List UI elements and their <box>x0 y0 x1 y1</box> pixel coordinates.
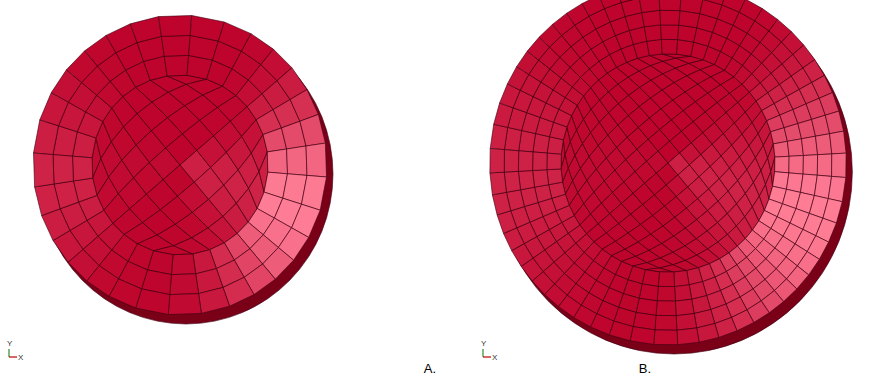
mesh-element <box>199 287 230 313</box>
mesh-element <box>830 131 847 154</box>
mesh-element <box>533 152 548 171</box>
mesh-element <box>661 25 679 40</box>
mesh-element <box>657 286 675 301</box>
mesh-element <box>171 254 195 275</box>
mesh-element <box>654 330 678 345</box>
mesh-element <box>675 299 694 316</box>
mesh-element <box>787 173 804 193</box>
mesh-element <box>518 151 533 172</box>
mesh-element <box>825 111 843 134</box>
mesh-element <box>802 136 818 155</box>
disc-rim <box>39 24 333 324</box>
mesh-b <box>490 0 852 354</box>
mesh-element <box>582 0 604 16</box>
axis-triad <box>9 349 17 357</box>
mesh-element <box>547 169 563 185</box>
mesh-element <box>53 155 73 184</box>
mesh-element <box>302 175 327 210</box>
mesh-element <box>697 324 719 343</box>
mesh-element <box>630 327 655 345</box>
mesh-element <box>658 272 674 287</box>
mesh-element <box>35 184 61 216</box>
mesh-element <box>680 0 703 14</box>
mesh-element <box>287 146 307 175</box>
mesh-element <box>490 124 508 149</box>
mesh-element <box>490 172 507 195</box>
mesh-element <box>164 55 188 76</box>
mesh-element <box>34 153 55 187</box>
mesh-element <box>73 156 93 181</box>
mesh-element <box>490 149 505 173</box>
mesh-element <box>168 294 201 315</box>
x-axis-line <box>9 356 17 357</box>
mesh-element <box>803 155 818 176</box>
mesh-element <box>789 156 804 175</box>
mesh-element <box>677 328 699 345</box>
mesh-element <box>190 16 224 42</box>
mesh-element <box>300 114 326 146</box>
mesh-element <box>161 35 190 56</box>
mesh-element <box>533 170 549 188</box>
x-axis-line <box>483 356 491 357</box>
mesh-element <box>159 16 192 37</box>
mesh-element <box>547 153 561 170</box>
mesh-element <box>674 271 689 287</box>
mesh-element <box>170 274 199 295</box>
mesh-element <box>599 0 621 9</box>
mesh-element <box>656 301 676 316</box>
mesh-element <box>828 176 846 201</box>
disc-rim <box>496 0 853 354</box>
mesh-element <box>639 0 660 13</box>
mesh-element <box>617 0 639 3</box>
panel-label: B. <box>639 362 651 375</box>
mesh-a <box>34 16 334 325</box>
mesh-element <box>492 192 510 215</box>
mesh-element <box>533 134 550 154</box>
mesh-element <box>621 0 642 16</box>
mesh-element <box>816 134 832 155</box>
mesh-element <box>504 171 520 192</box>
mesh-element <box>642 10 661 27</box>
mesh-element <box>675 285 692 301</box>
mesh-element <box>817 154 832 177</box>
mesh-element <box>660 10 680 25</box>
axis-label: Y <box>481 340 486 348</box>
mesh-element <box>518 171 534 190</box>
mesh-element <box>34 120 59 155</box>
mesh-element <box>773 141 789 157</box>
mesh-element <box>659 0 681 11</box>
mesh-element <box>787 139 803 157</box>
mesh-element <box>504 150 519 173</box>
mesh-element <box>267 149 287 174</box>
mesh-element <box>647 39 662 55</box>
axis-label: X <box>492 354 497 362</box>
mesh-element <box>661 39 677 54</box>
mesh-element <box>775 156 789 173</box>
mesh-element <box>306 143 327 177</box>
mesh-element <box>136 289 170 315</box>
axis-label: Y <box>7 340 12 348</box>
mesh-element <box>655 315 677 330</box>
y-axis-line <box>8 349 9 357</box>
mesh-element <box>130 17 161 43</box>
mesh-element <box>676 314 697 331</box>
panel-label: A. <box>424 362 436 375</box>
axis-triad <box>483 349 491 357</box>
y-axis-line <box>482 349 483 357</box>
mesh-element <box>644 25 661 41</box>
mesh-element <box>832 153 847 177</box>
axis-label: X <box>18 354 23 362</box>
